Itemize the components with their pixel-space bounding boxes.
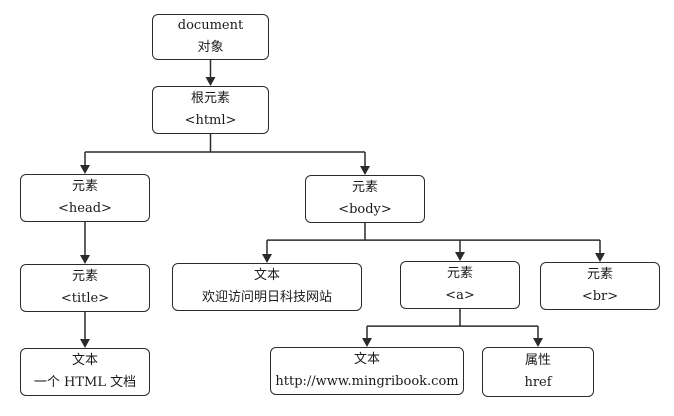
- node-html-label: 根元素: [190, 91, 230, 106]
- arrow-body-to-br: [595, 253, 605, 262]
- arrow-body-to-a: [455, 252, 465, 261]
- arrow-html-to-body: [360, 166, 370, 175]
- node-attr-a: 属性 href: [482, 347, 594, 397]
- node-document: document 对象: [152, 14, 269, 60]
- arrow-a-to-attr_a: [533, 338, 543, 347]
- arrow-title-to-text_title: [80, 339, 90, 348]
- edge-html: [84, 134, 366, 168]
- node-text-title-label: 文本: [71, 353, 98, 368]
- node-body-label: 元素: [351, 180, 378, 195]
- node-text-body-sublabel: 欢迎访问明日科技网站: [201, 290, 332, 305]
- node-attr-a-label: 属性: [524, 353, 551, 368]
- arrow-body-to-text_body: [262, 254, 272, 263]
- edge-body: [266, 223, 601, 256]
- node-br-sublabel: <br>: [581, 289, 619, 304]
- node-document-label: document: [177, 18, 244, 33]
- node-html-sublabel: <html>: [184, 113, 237, 128]
- node-br: 元素 <br>: [540, 262, 660, 310]
- node-title-sublabel: <title>: [60, 291, 110, 306]
- node-html: 根元素 <html>: [152, 86, 269, 134]
- node-title-label: 元素: [71, 269, 98, 284]
- node-attr-a-sublabel: href: [524, 375, 552, 390]
- node-text-a-sublabel: http://www.mingribook.com: [275, 374, 459, 389]
- node-a-sublabel: <a>: [445, 288, 475, 303]
- node-head-label: 元素: [71, 179, 98, 194]
- arrow-html-to-head: [80, 165, 90, 174]
- node-text-title-sublabel: 一个 HTML 文档: [33, 375, 137, 390]
- node-head-sublabel: <head>: [58, 201, 112, 216]
- node-br-label: 元素: [586, 267, 613, 282]
- node-text-body: 文本 欢迎访问明日科技网站: [172, 263, 362, 311]
- arrow-head-to-title: [80, 255, 90, 264]
- edge-a: [366, 309, 539, 340]
- node-document-sublabel: 对象: [197, 40, 224, 55]
- node-body: 元素 <body>: [305, 175, 425, 223]
- arrow-a-to-text_a: [362, 338, 372, 347]
- node-head: 元素 <head>: [20, 174, 150, 222]
- node-body-sublabel: <body>: [338, 202, 392, 217]
- arrow-document-to-html: [205, 77, 216, 86]
- node-title: 元素 <title>: [20, 264, 150, 312]
- node-text-a-label: 文本: [353, 352, 380, 367]
- node-a-label: 元素: [446, 266, 473, 281]
- node-text-title: 文本 一个 HTML 文档: [20, 348, 150, 396]
- node-a: 元素 <a>: [400, 261, 520, 309]
- node-text-a: 文本 http://www.mingribook.com: [270, 347, 464, 395]
- node-text-body-label: 文本: [253, 268, 280, 283]
